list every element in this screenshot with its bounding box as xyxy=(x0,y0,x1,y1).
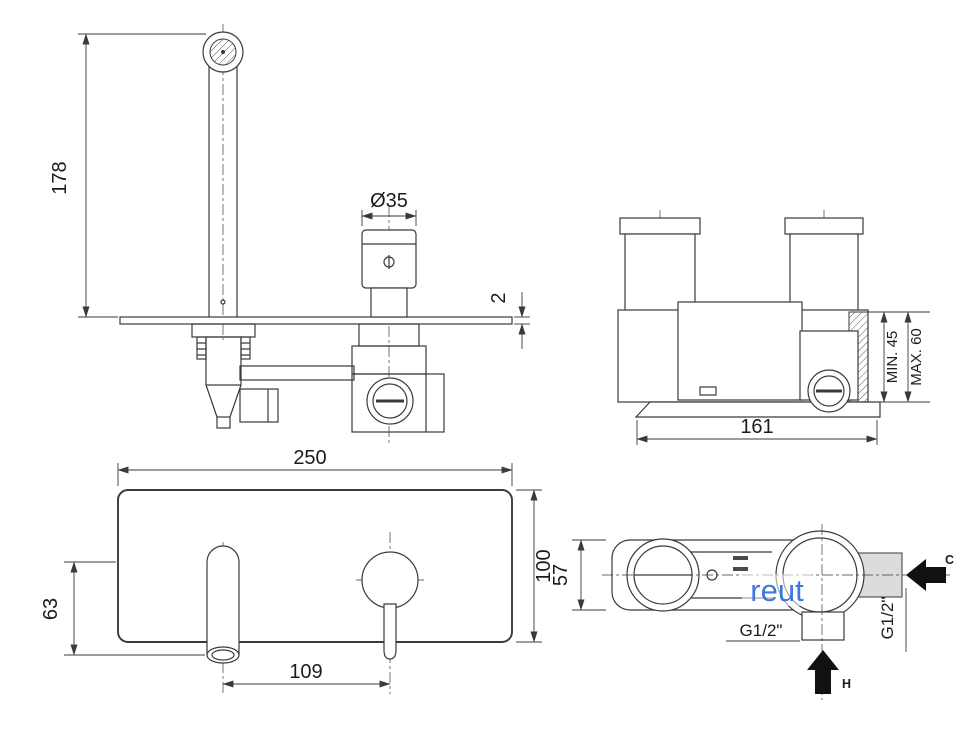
handle-profile xyxy=(361,229,417,318)
dimension-63: 63 xyxy=(40,561,205,656)
dim-depth-min-label: MIN. 45 xyxy=(884,331,901,384)
dim-depth-max-label: MAX. 60 xyxy=(908,328,925,386)
hot-inlet-stub xyxy=(801,611,845,641)
hot-inlet-arrow-icon xyxy=(807,650,839,694)
dimension-250: 250 xyxy=(117,447,513,486)
cold-inlet-label: C xyxy=(945,553,954,567)
dimension-2: 2 xyxy=(488,292,530,349)
body-side-view: 161 MIN. 45 MAX. 60 xyxy=(617,210,930,445)
dim-plate-height-label: 100 xyxy=(533,549,555,582)
dim-centers-distance-label: 109 xyxy=(289,661,322,683)
dimension-100: 100 xyxy=(516,489,555,643)
watermark-text: reut xyxy=(750,573,804,608)
engraving-mark xyxy=(733,556,748,560)
side-view: 178 Ø35 2 xyxy=(49,24,530,444)
watermark-backdrop xyxy=(742,574,812,606)
trim-plate xyxy=(117,489,513,643)
wall-plate-edge xyxy=(119,316,513,325)
front-view: 250 100 63 109 xyxy=(40,447,555,694)
body-cylinders xyxy=(619,217,864,313)
spout-profile xyxy=(202,31,244,317)
engraving-mark xyxy=(733,567,748,571)
valve-inwall-body xyxy=(351,323,445,433)
dim-body-depth-label: 57 xyxy=(550,564,572,586)
dimension-109: 109 xyxy=(222,661,391,688)
dim-body-width-label: 161 xyxy=(740,416,773,438)
dimension-57: 57 xyxy=(550,539,606,611)
body-housing xyxy=(617,301,881,418)
cold-thread-label: G1/2" xyxy=(878,597,897,640)
spout-front xyxy=(206,545,240,664)
dim-plate-width-label: 250 xyxy=(293,447,326,469)
dimension-diameter-35: Ø35 xyxy=(361,190,417,226)
hot-thread-label: G1/2" xyxy=(740,621,783,640)
dim-handle-diameter-label: Ø35 xyxy=(370,190,408,212)
dim-plate-thickness-label: 2 xyxy=(488,292,510,303)
dimension-161: 161 xyxy=(636,416,878,445)
spout-inwall-body xyxy=(191,323,355,429)
dim-spout-height-front-label: 63 xyxy=(40,598,62,620)
dim-spout-height-label: 178 xyxy=(49,161,71,194)
hot-inlet-label: H xyxy=(842,677,851,691)
body-top-view: 57 G1/2" G1/2" reut C H xyxy=(550,524,954,700)
cold-inlet-arrow-icon xyxy=(906,559,946,591)
dimension-178: 178 xyxy=(49,33,206,318)
handle-front xyxy=(361,551,419,660)
dimension-depth-range: MIN. 45 MAX. 60 xyxy=(868,311,930,403)
